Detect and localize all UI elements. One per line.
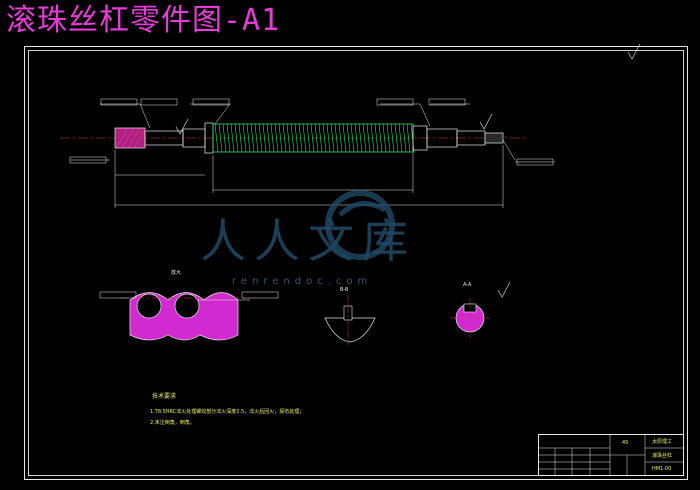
section-b-label: B-B xyxy=(340,287,349,293)
section-a-view xyxy=(450,298,490,338)
drawing-title: 滚珠丝杠零件图-A1 xyxy=(6,3,281,38)
title-block xyxy=(538,434,684,476)
gdt-frames xyxy=(69,98,554,166)
left-end-hatch xyxy=(115,127,146,149)
drawing-outer-frame xyxy=(24,46,688,480)
tech-requirements-title: 技术要求 xyxy=(152,393,177,400)
watermark-url: renrendoc.com xyxy=(232,276,373,287)
key-slot-section-view xyxy=(324,295,376,345)
enlarged-section-view xyxy=(99,291,279,341)
section-a-label: A-A xyxy=(463,282,472,288)
tech-requirement-note: 2.未注倒角，倒角。 xyxy=(150,420,195,426)
shaft-right-end xyxy=(412,125,504,151)
drawing-inner-frame xyxy=(28,50,684,476)
title-block-drawing-no: HM1-00 xyxy=(652,466,672,472)
dimension-lines xyxy=(70,103,555,208)
section-view-label: 放大 xyxy=(171,270,182,276)
title-block-material: 45 xyxy=(622,440,629,446)
title-block-school: 太原理工 xyxy=(652,439,673,445)
thread-section-pitch xyxy=(214,123,415,153)
watermark-text: 人人文库 xyxy=(200,214,416,268)
tech-requirement-note: 1.T8.5HRC淬火处理螺纹部分淬火深度2.5，淬火后回火，探伤处理； xyxy=(150,409,305,415)
surface-finish-symbols xyxy=(175,43,641,298)
title-block-part-name: 滚珠丝杠 xyxy=(652,453,673,459)
title-block-grid xyxy=(538,434,684,476)
